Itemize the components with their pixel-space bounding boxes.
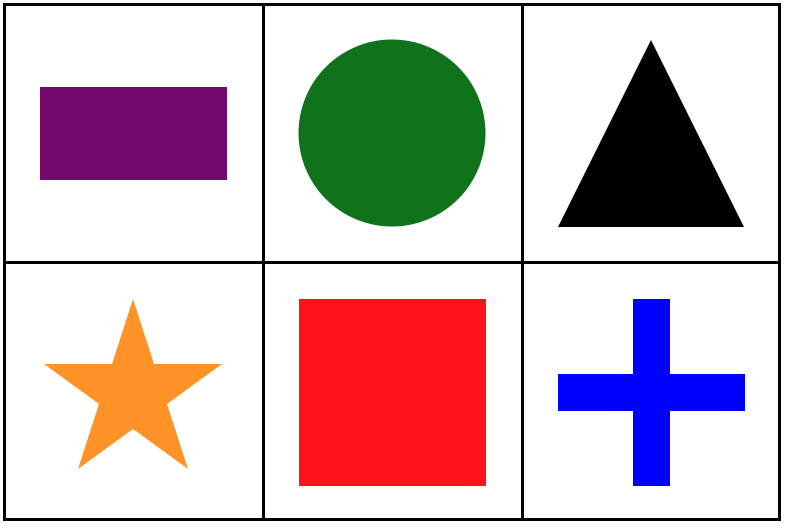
cell-star xyxy=(5,264,261,520)
cell-cross xyxy=(524,264,780,520)
cell-triangle xyxy=(524,5,780,261)
cell-rectangle xyxy=(5,5,261,261)
grid-divider-horizontal xyxy=(3,261,781,264)
cell-square xyxy=(265,264,521,520)
cell-circle xyxy=(265,5,521,261)
